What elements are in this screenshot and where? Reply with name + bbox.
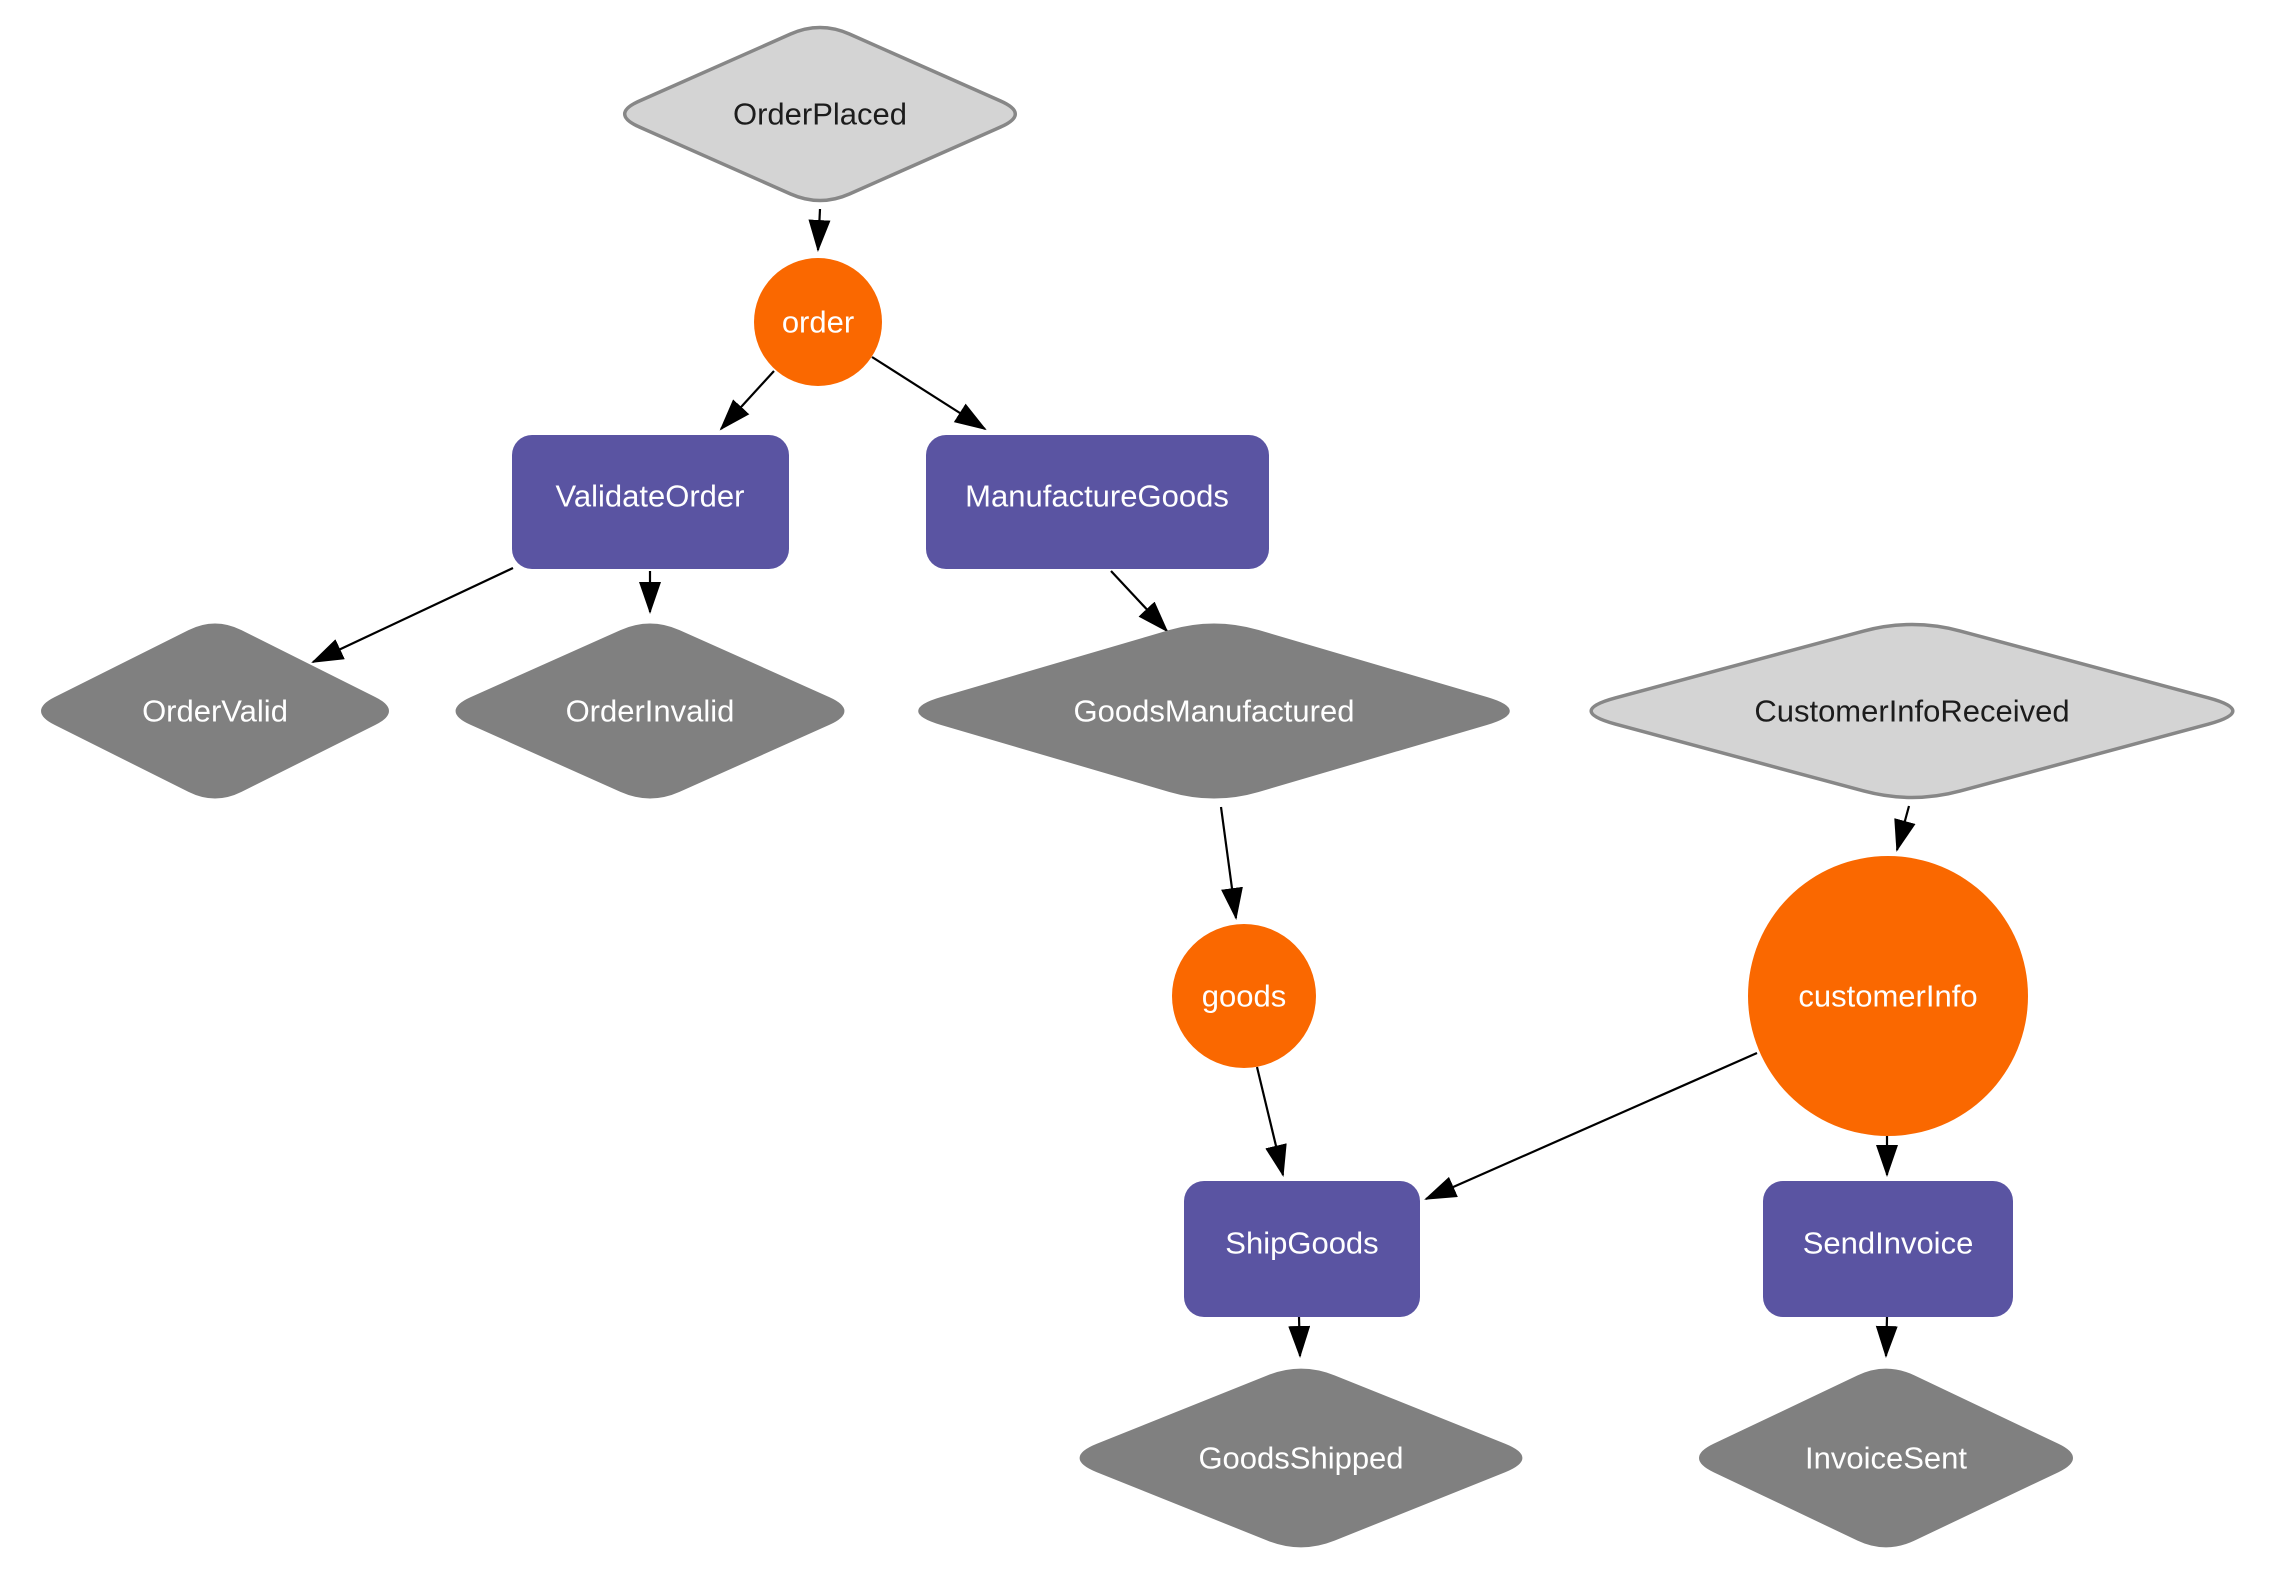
goods-label: goods	[1202, 979, 1286, 1014]
customer-info-shape	[1748, 856, 2028, 1136]
node-customer-info: customerInfo	[1748, 856, 2028, 1136]
edge-goodsmanufactured-to-goods	[1219, 806, 1243, 920]
order-shape	[754, 258, 882, 386]
manufacture-goods-label: ManufactureGoods	[965, 479, 1229, 514]
customer-info-received-label: CustomerInfoReceived	[1754, 694, 2069, 729]
invoice-sent-label: InvoiceSent	[1805, 1441, 1967, 1476]
node-manufacture-goods: ManufactureGoods	[926, 435, 1269, 569]
customer-info-received-shape	[1589, 622, 2235, 800]
goods-manufactured-label: GoodsManufactured	[1074, 694, 1355, 729]
edge-sendinvoice-to-invoicesent	[1875, 1316, 1898, 1358]
edge-shipgoods-to-goodsshipped	[1288, 1316, 1311, 1358]
node-order-placed: OrderPlaced	[623, 25, 1017, 203]
edge-validateorder-to-ordervalid	[311, 567, 514, 663]
node-order: order	[754, 258, 882, 386]
goods-shape	[1172, 924, 1316, 1068]
send-invoice-shape	[1763, 1181, 2013, 1317]
validate-order-shape	[512, 435, 789, 569]
ship-goods-label: ShipGoods	[1225, 1226, 1378, 1261]
order-label: order	[782, 305, 854, 340]
goods-shipped-label: GoodsShipped	[1198, 1441, 1403, 1476]
send-invoice-label: SendInvoice	[1803, 1226, 1974, 1261]
order-valid-shape	[41, 623, 389, 799]
edge-order-to-manufacturegoods	[871, 356, 987, 431]
node-validate-order: ValidateOrder	[512, 435, 789, 569]
edge-order-to-validateorder	[719, 370, 775, 431]
edge-manufacturegoods-to-goodsmanufactured	[1110, 570, 1169, 633]
edge-layer	[311, 208, 1916, 1358]
order-invalid-shape	[455, 623, 845, 799]
order-placed-label: OrderPlaced	[733, 97, 907, 132]
node-invoice-sent: InvoiceSent	[1699, 1368, 2073, 1548]
invoice-sent-shape	[1699, 1368, 2073, 1548]
ship-goods-shape	[1184, 1181, 1420, 1317]
node-customer-info-received: CustomerInfoReceived	[1589, 622, 2235, 800]
customer-info-label: customerInfo	[1798, 979, 1977, 1014]
edge-customerinforeceived-to-customerinfo	[1894, 805, 1916, 852]
node-send-invoice: SendInvoice	[1763, 1181, 2013, 1317]
node-ship-goods: ShipGoods	[1184, 1181, 1420, 1317]
order-invalid-label: OrderInvalid	[566, 694, 735, 729]
edge-goods-to-shipgoods	[1255, 1066, 1287, 1177]
manufacture-goods-shape	[926, 435, 1269, 569]
edge-customerinfo-to-shipgoods	[1424, 1051, 1758, 1201]
goods-shipped-shape	[1079, 1368, 1523, 1548]
node-order-invalid: OrderInvalid	[455, 623, 845, 799]
node-goods-shipped: GoodsShipped	[1079, 1368, 1523, 1548]
goods-manufactured-shape	[918, 623, 1510, 799]
order-valid-label: OrderValid	[142, 694, 288, 729]
node-goods: goods	[1172, 924, 1316, 1068]
edge-orderplaced-to-order	[808, 208, 831, 252]
node-goods-manufactured: GoodsManufactured	[918, 623, 1510, 799]
node-order-valid: OrderValid	[41, 623, 389, 799]
validate-order-label: ValidateOrder	[556, 479, 745, 514]
order-placed-shape	[623, 25, 1017, 203]
